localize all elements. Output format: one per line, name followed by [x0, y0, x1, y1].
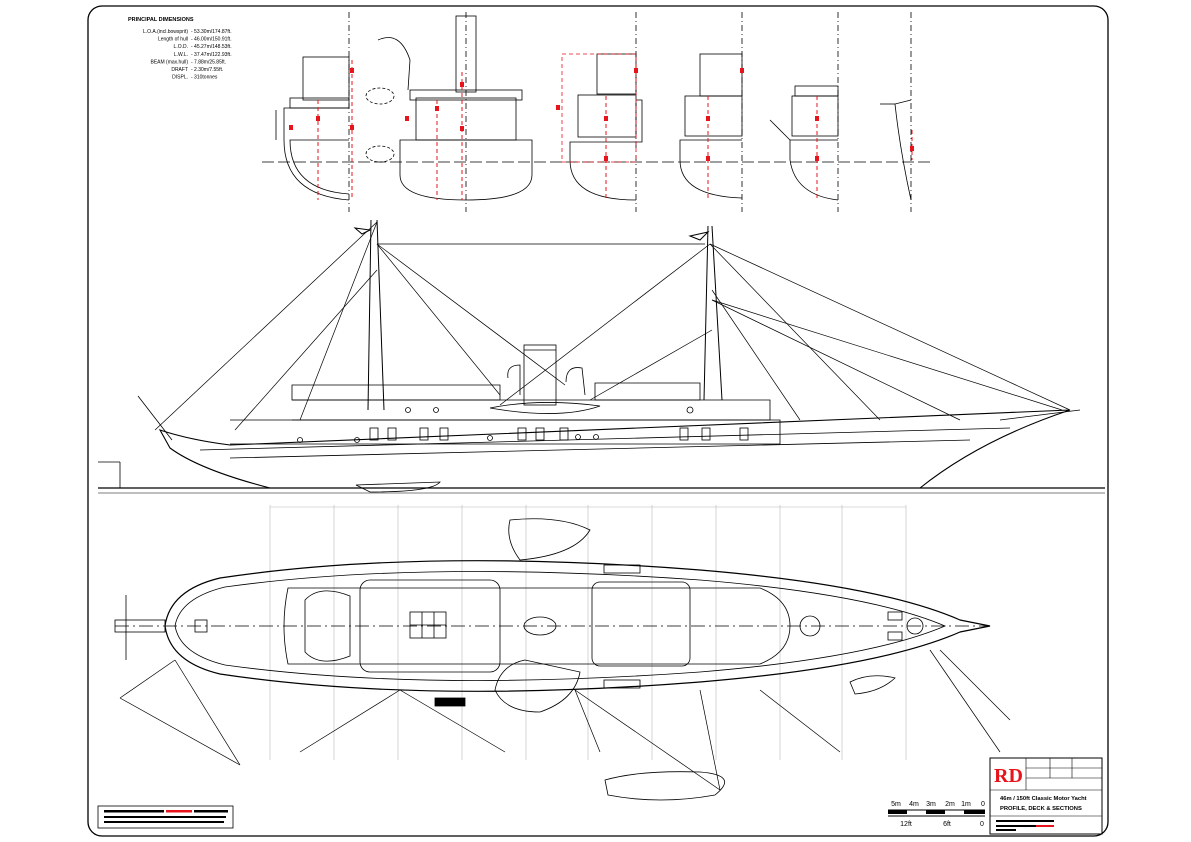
section-1 — [275, 56, 350, 201]
deck-stays — [119, 649, 1011, 791]
dimension-value: - 46.00m/150.91ft. — [191, 37, 232, 43]
tender-deck-stbd — [494, 659, 581, 713]
scale-label-imperial: 6ft — [943, 821, 951, 828]
dimension-label: DISPL. — [172, 75, 188, 81]
deck-hull-outline — [164, 560, 991, 692]
dimension-label: L.W.L. — [174, 52, 188, 58]
notes-box — [97, 805, 234, 829]
hull-sections — [262, 12, 930, 212]
rigging — [154, 221, 1071, 431]
scale-label-metric: 2m — [945, 801, 955, 808]
deck-plan — [114, 505, 1011, 801]
scale-label-metric: 0 — [981, 801, 985, 808]
scale-label-metric: 5m — [891, 801, 901, 808]
section-3 — [561, 53, 643, 201]
project-title: 46m / 150ft Classic Motor Yacht — [1000, 796, 1087, 802]
dimension-value: - 45.27m/148.53ft. — [191, 44, 232, 50]
portholes — [297, 406, 694, 443]
title-block: RD 46m / 150ft Classic Motor Yacht PROFI… — [989, 757, 1103, 835]
funnel-profile — [523, 344, 557, 406]
sheet-border — [87, 5, 1109, 837]
dimension-value: - 7.88m/25.85ft. — [191, 59, 226, 65]
scale-bar: 5m 4m 3m 2m 1m 0 12ft 6ft 0 — [888, 801, 985, 828]
profile-view — [98, 219, 1105, 494]
scale-label-imperial: 0 — [980, 821, 984, 828]
dimension-label: Length of hull — [158, 37, 188, 43]
dimension-label: DRAFT — [171, 67, 188, 73]
deckhouse-windows — [369, 427, 749, 441]
drawing-title: PROFILE, DECK & SECTIONS — [1000, 806, 1082, 812]
dimension-value: - 2.30m/7.55ft. — [191, 67, 223, 73]
dimension-label: L.O.A.(incl.bowsprit) — [143, 29, 188, 35]
hull-profile — [158, 409, 1071, 489]
masts — [353, 219, 723, 411]
scale-label-imperial: 12ft — [900, 821, 912, 828]
principal-dimensions: PRINCIPAL DIMENSIONS L.O.A.(incl.bowspri… — [128, 17, 232, 81]
dimension-label: BEAM (max.hull) — [150, 59, 188, 65]
section-centerlines — [348, 12, 912, 212]
section-6 — [880, 99, 912, 201]
deck-tender-profile — [489, 402, 601, 414]
firm-logo: RD — [994, 765, 1023, 787]
section-2 — [365, 15, 533, 201]
tender-profile — [355, 481, 441, 493]
dimension-value: - 53.30m/174.87ft. — [191, 29, 232, 35]
section-red-ticks — [289, 68, 914, 161]
scale-label-metric: 3m — [926, 801, 936, 808]
tender-detached — [604, 771, 725, 801]
dimension-label: L.O.D. — [174, 44, 188, 50]
station-lines — [269, 505, 907, 760]
tender-deck-port — [508, 518, 591, 561]
dimension-value: - 37.47m/122.93ft. — [191, 52, 232, 58]
dimensions-heading: PRINCIPAL DIMENSIONS — [128, 17, 194, 23]
scale-label-metric: 1m — [961, 801, 971, 808]
dimension-value: - 310tonnes — [191, 75, 218, 81]
section-5 — [769, 85, 839, 201]
section-red-markers — [317, 60, 913, 200]
skylight — [409, 611, 447, 639]
scale-label-metric: 4m — [909, 801, 919, 808]
section-4 — [679, 53, 743, 199]
